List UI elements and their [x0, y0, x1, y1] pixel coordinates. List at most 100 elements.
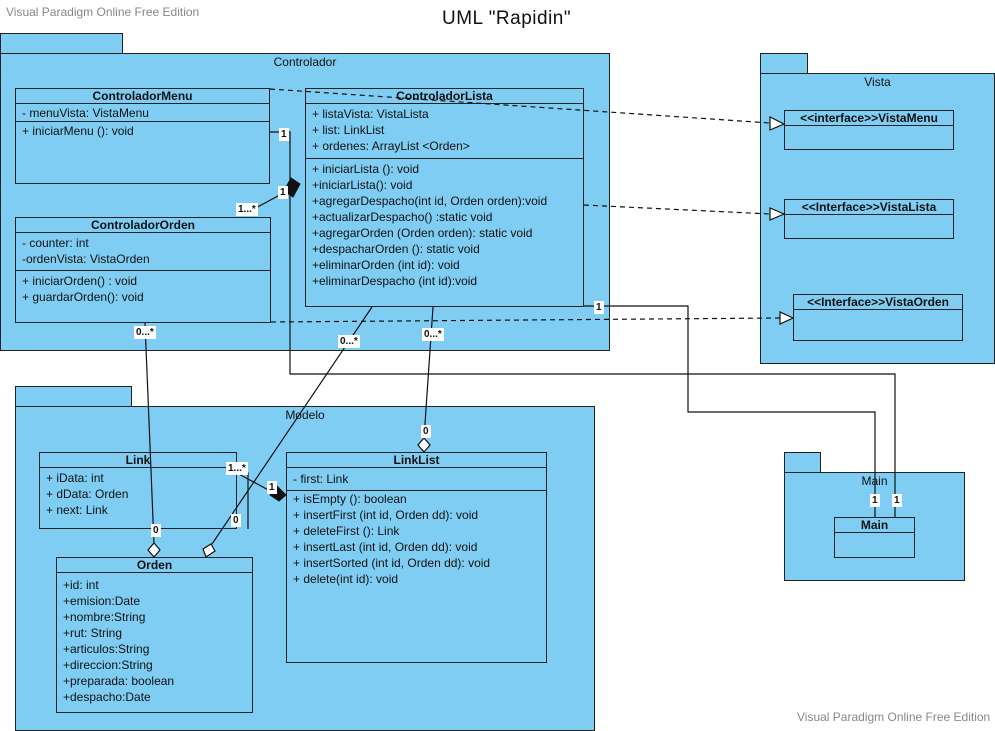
aggregation-diamond: [417, 437, 431, 453]
class-vista-menu[interactable]: <<interface>>VistaMenu: [784, 110, 954, 150]
operation: + deleteFirst (): Link: [293, 524, 400, 538]
attribute: +emision:Date: [63, 594, 141, 608]
operation: +agregarOrden (Orden orden): static void: [312, 226, 533, 240]
attribute: + iData: int: [46, 471, 104, 485]
class-name: Orden: [57, 558, 252, 573]
realization-orden-line[interactable]: [270, 317, 781, 323]
operations-section: + iniciarMenu (): void: [16, 122, 269, 141]
operation: + iniciarMenu (): void: [22, 124, 134, 138]
multiplicity-label: 0...*: [422, 328, 444, 341]
operation: + iniciarOrden() : void: [22, 274, 138, 288]
class-name: ControladorLista: [306, 89, 583, 104]
multiplicity-label: 1...*: [236, 203, 258, 216]
multiplicity-label: 1: [892, 494, 902, 507]
attribute: + ordenes: ArrayList <Orden>: [312, 139, 470, 153]
multiplicity-label: 0...*: [134, 326, 156, 339]
operation: + delete(int id): void: [293, 572, 399, 586]
package-vista-label: Vista: [864, 75, 891, 89]
class-vista-orden[interactable]: <<Interface>>VistaOrden: [793, 294, 963, 341]
class-name: <<Interface>>VistaLista: [785, 200, 953, 215]
class-link[interactable]: Link + iData: int + dData: Orden + next:…: [39, 452, 237, 529]
class-controlador-orden[interactable]: ControladorOrden - counter: int -ordenVi…: [15, 217, 271, 323]
attribute: +rut: String: [63, 626, 123, 640]
class-main[interactable]: Main: [834, 517, 915, 558]
operation: + guardarOrden(): void: [22, 290, 144, 304]
operation: + insertSorted (int id, Orden dd): void: [293, 556, 491, 570]
operation: + insertFirst (int id, Orden dd): void: [293, 508, 479, 522]
multiplicity-label: 0: [231, 514, 241, 527]
class-name: LinkList: [287, 453, 546, 468]
multiplicity-label: 0: [421, 425, 431, 438]
assoc-lista-main[interactable]: [584, 305, 876, 517]
attribute: - counter: int: [22, 236, 89, 250]
class-name: ControladorOrden: [16, 218, 270, 233]
attributes-section: + listaVista: VistaLista + list: LinkLis…: [306, 104, 583, 159]
attribute: +articulos:String: [63, 642, 150, 656]
operation: + insertLast (int id, Orden dd): void: [293, 540, 478, 554]
multiplicity-label: 1...*: [226, 462, 248, 475]
watermark-top: Visual Paradigm Online Free Edition: [6, 5, 200, 19]
operation: +despacharOrden (): static void: [312, 242, 480, 256]
multiplicity-label: 1: [279, 128, 289, 141]
watermark-bottom: Visual Paradigm Online Free Edition: [797, 710, 991, 724]
attribute: + dData: Orden: [46, 487, 129, 501]
aggregation-diamond: [147, 542, 161, 558]
class-name: <<Interface>>VistaOrden: [794, 295, 962, 310]
class-name: <<interface>>VistaMenu: [785, 111, 953, 126]
attribute: -ordenVista: VistaOrden: [22, 252, 150, 266]
assoc-corden-orden[interactable]: [144, 322, 155, 545]
multiplicity-label: 1: [870, 494, 880, 507]
attributes-section: - menuVista: VistaMenu: [16, 104, 269, 122]
operation: +eliminarOrden (int id): void: [312, 258, 460, 272]
attribute: - first: Link: [293, 472, 349, 486]
attribute: + listaVista: VistaLista: [312, 107, 429, 121]
assoc-link-linklist[interactable]: [236, 472, 273, 493]
attribute: + next: Link: [46, 503, 108, 517]
package-modelo-label: Modelo: [285, 408, 325, 422]
operation: + iniciarLista (): void: [312, 162, 420, 176]
operations-section: + isEmpty (): boolean + insertFirst (int…: [287, 491, 546, 589]
attribute: +direccion:String: [63, 658, 153, 672]
realization-arrowhead: [769, 207, 786, 221]
attribute: +preparada: boolean: [63, 674, 175, 688]
package-controlador-label: Controlador: [273, 55, 337, 69]
class-name: Link: [40, 453, 236, 468]
operations-section: + iniciarLista (): void +iniciarLista():…: [306, 159, 583, 291]
class-name: Main: [835, 518, 914, 533]
operation: +agregarDespacho(int id, Orden orden):vo…: [312, 194, 548, 208]
attributes-section: + iData: int + dData: Orden + next: Link: [40, 468, 236, 520]
operation: +iniciarLista(): void: [312, 178, 413, 192]
multiplicity-label: 0...*: [338, 335, 360, 348]
class-controlador-lista[interactable]: ControladorLista + listaVista: VistaList…: [305, 88, 584, 307]
diagram-title: UML "Rapidin": [442, 8, 572, 29]
operation: + isEmpty (): boolean: [293, 492, 407, 506]
realization-arrowhead: [769, 116, 786, 131]
realization-arrowhead: [779, 311, 795, 325]
multiplicity-label: 1: [267, 481, 277, 494]
class-link-list[interactable]: LinkList - first: Link + isEmpty (): boo…: [286, 452, 547, 663]
operation: +eliminarDespacho (int id):void: [312, 274, 478, 288]
multiplicity-label: 0: [151, 524, 161, 537]
assoc-clista-linklist[interactable]: [423, 306, 434, 439]
multiplicity-label: 1: [594, 301, 604, 314]
realization-menu-line[interactable]: [269, 88, 771, 124]
operations-section: + iniciarOrden() : void + guardarOrden()…: [16, 271, 270, 307]
class-orden[interactable]: Orden +id: int +emision:Date +nombre:Str…: [56, 557, 253, 713]
assoc-menu-main[interactable]: [270, 131, 896, 517]
realization-lista-line[interactable]: [583, 204, 771, 215]
attribute: + list: LinkList: [312, 123, 385, 137]
class-name: ControladorMenu: [16, 89, 269, 104]
attribute: +nombre:String: [63, 610, 146, 624]
attributes-section: +id: int +emision:Date +nombre:String +r…: [57, 573, 252, 707]
attribute: - menuVista: VistaMenu: [22, 106, 149, 120]
attributes-section: - first: Link: [287, 468, 546, 491]
class-vista-lista[interactable]: <<Interface>>VistaLista: [784, 199, 954, 239]
multiplicity-label: 1: [278, 186, 288, 199]
class-controlador-menu[interactable]: ControladorMenu - menuVista: VistaMenu +…: [15, 88, 270, 184]
aggregation-diamond: [202, 543, 216, 558]
operation: +actualizarDespacho() :static void: [312, 210, 493, 224]
attribute: +despacho:Date: [63, 690, 151, 704]
attributes-section: - counter: int -ordenVista: VistaOrden: [16, 233, 270, 271]
attribute: +id: int: [63, 578, 99, 592]
